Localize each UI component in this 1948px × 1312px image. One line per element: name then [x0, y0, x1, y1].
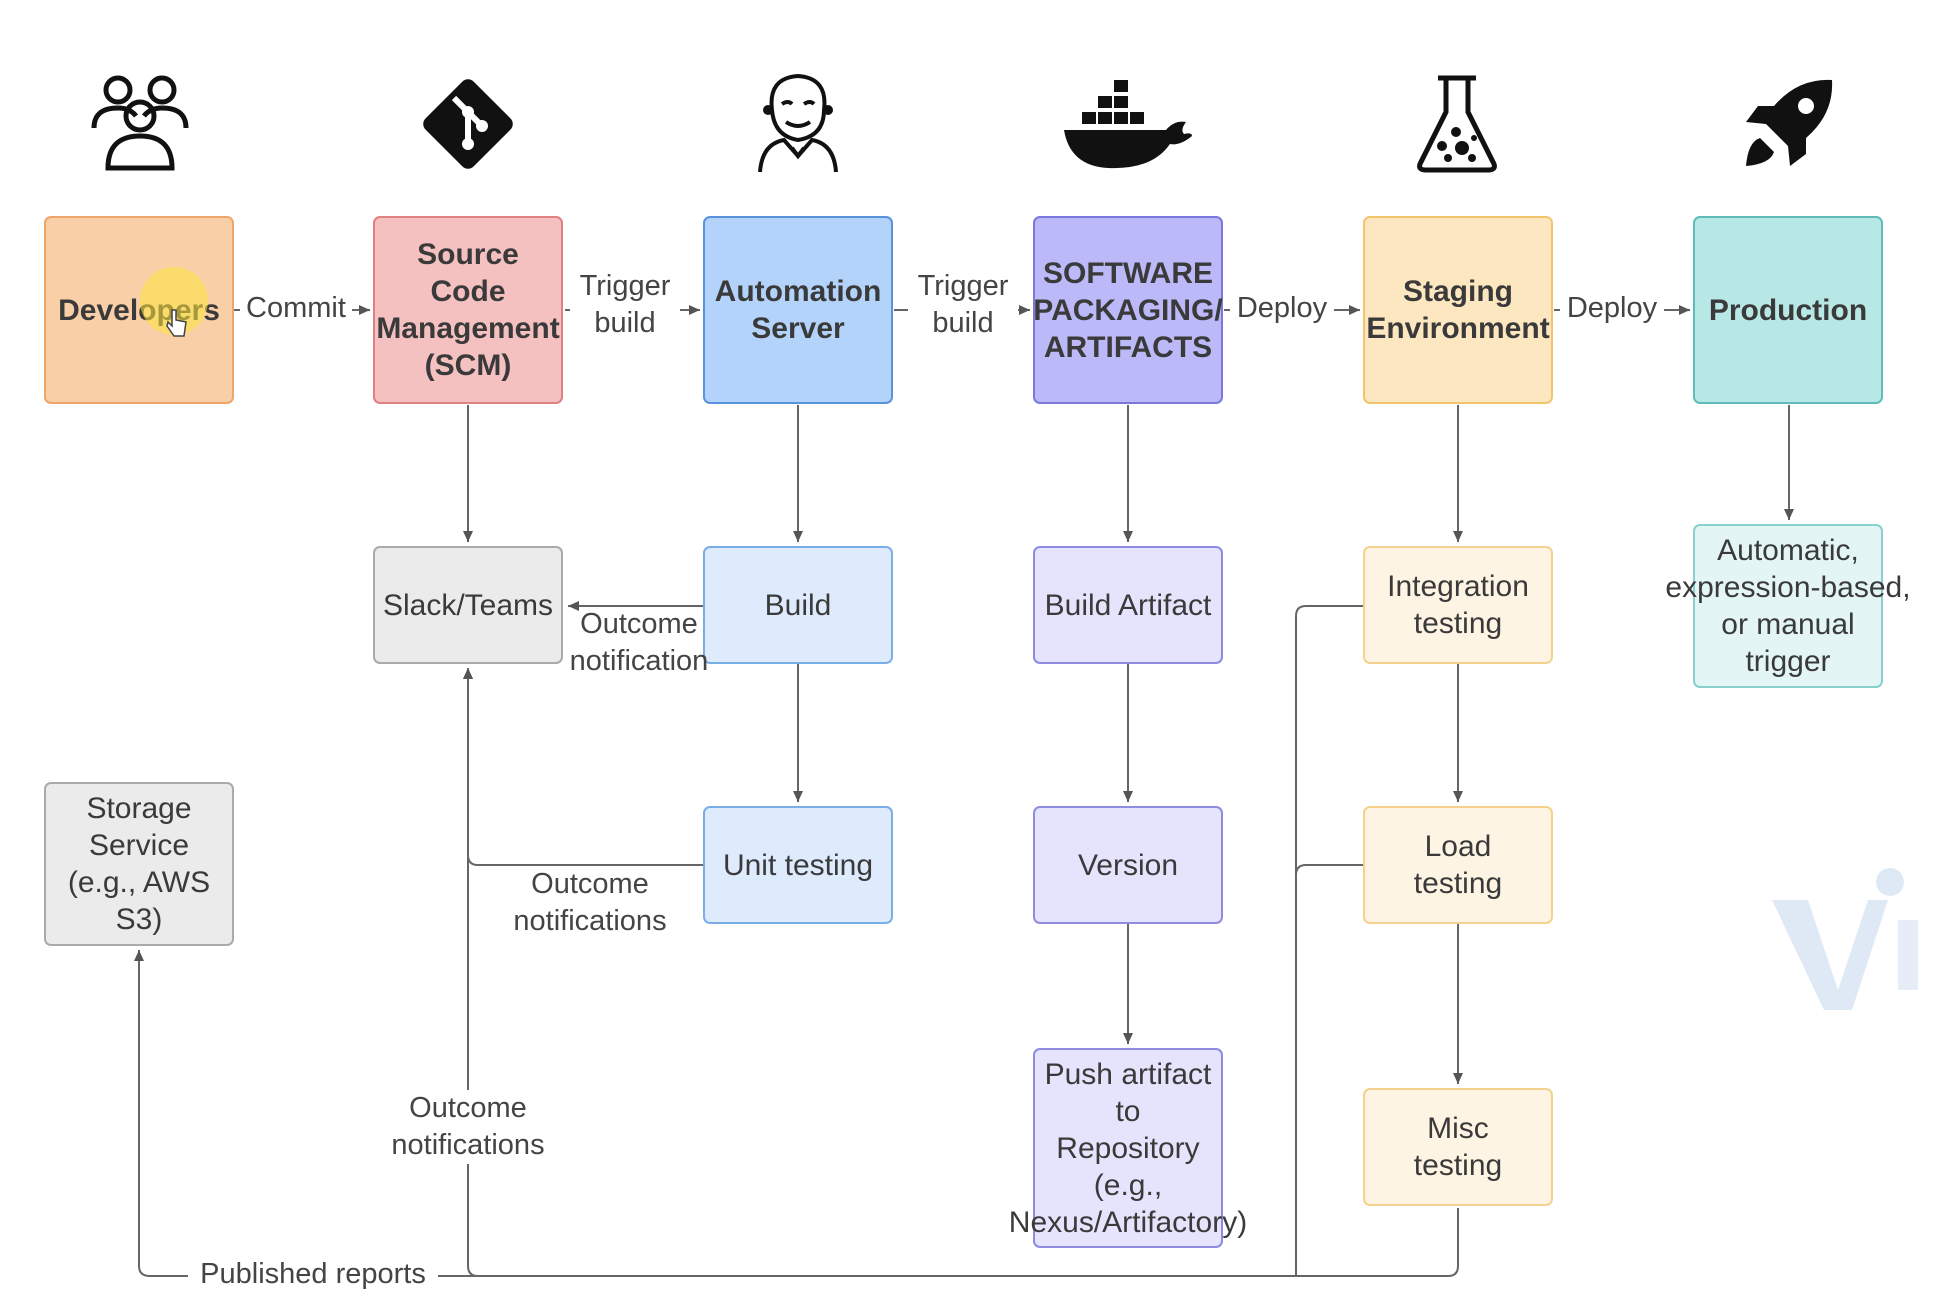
storage-service-node: Storage Service (e.g., AWS S3): [44, 782, 234, 946]
storage-service-label: Storage Service (e.g., AWS S3): [67, 792, 211, 936]
version-label: Version: [1077, 848, 1179, 882]
edge-label-deploy-1: Deploy: [1230, 290, 1334, 327]
misc-testing-node: Misc testing: [1363, 1088, 1553, 1206]
scm-node: Source Code Management (SCM): [373, 216, 563, 404]
scm-label: Source Code Management (SCM): [376, 238, 560, 382]
edge-label-published-reports: Published reports: [188, 1256, 438, 1293]
people-group-icon: [91, 75, 189, 171]
edge-label-commit: Commit: [240, 290, 352, 327]
edge-label-outcome-notifications-bottom: Outcome notifications: [378, 1090, 558, 1164]
slack-teams-node: Slack/Teams: [373, 546, 563, 664]
load-testing-label: Load testing: [1413, 830, 1503, 900]
build-node: Build: [703, 546, 893, 664]
trigger-description-node: Automatic, expression-based, or manual t…: [1665, 524, 1911, 688]
unit-testing-node: Unit testing: [703, 806, 893, 924]
packaging-node: SOFTWARE PACKAGING/ ARTIFACTS: [1033, 216, 1223, 404]
packaging-label: SOFTWARE PACKAGING/ ARTIFACTS: [1033, 256, 1223, 364]
staging-node: Staging Environment: [1363, 216, 1553, 404]
load-testing-node: Load testing: [1363, 806, 1553, 924]
edge-label-outcome-notification: Outcome notification: [569, 608, 709, 677]
edge-bus-slack: [463, 668, 479, 1277]
edge-label-deploy-2: Deploy: [1560, 290, 1664, 327]
jenkins-icon: [758, 73, 838, 173]
edge-load-tap: [1295, 864, 1364, 1276]
unit-testing-label: Unit testing: [722, 848, 874, 882]
trigger-description-label: Automatic, expression-based, or manual t…: [1665, 534, 1911, 678]
push-artifact-label: Push artifact to Repository (e.g., Nexus…: [1008, 1057, 1248, 1239]
edge-label-trigger-build-1: Trigger build: [570, 268, 680, 342]
edge-published-reports: [134, 950, 1459, 1277]
staging-label: Staging Environment: [1366, 275, 1550, 345]
build-label: Build: [764, 588, 832, 622]
edge-label-outcome-notifications-unit: Outcome notifications: [513, 868, 667, 937]
docker-whale-icon: [1064, 80, 1192, 169]
slack-teams-label: Slack/Teams: [382, 588, 554, 622]
hand-cursor-icon: [166, 309, 187, 337]
integration-testing-node: Integration testing: [1363, 546, 1553, 664]
build-artifact-label: Build Artifact: [1044, 588, 1212, 622]
git-icon: [423, 79, 513, 169]
watermark-logo: [1772, 868, 1918, 1010]
production-node: Production: [1693, 216, 1883, 404]
misc-testing-label: Misc testing: [1413, 1112, 1503, 1182]
automation-server-node: Automation Server: [703, 216, 893, 404]
production-label: Production: [1708, 293, 1868, 327]
build-artifact-node: Build Artifact: [1033, 546, 1223, 664]
rocket-icon: [1746, 79, 1833, 166]
flask-icon: [1417, 75, 1497, 173]
integration-testing-label: Integration testing: [1387, 570, 1529, 640]
version-node: Version: [1033, 806, 1223, 924]
edge-unit-slack: [463, 668, 704, 866]
automation-server-label: Automation Server: [714, 275, 882, 345]
push-artifact-node: Push artifact to Repository (e.g., Nexus…: [1009, 1048, 1247, 1248]
edge-label-trigger-build-2: Trigger build: [908, 268, 1018, 342]
edge-integration-tap: [1295, 605, 1364, 1276]
